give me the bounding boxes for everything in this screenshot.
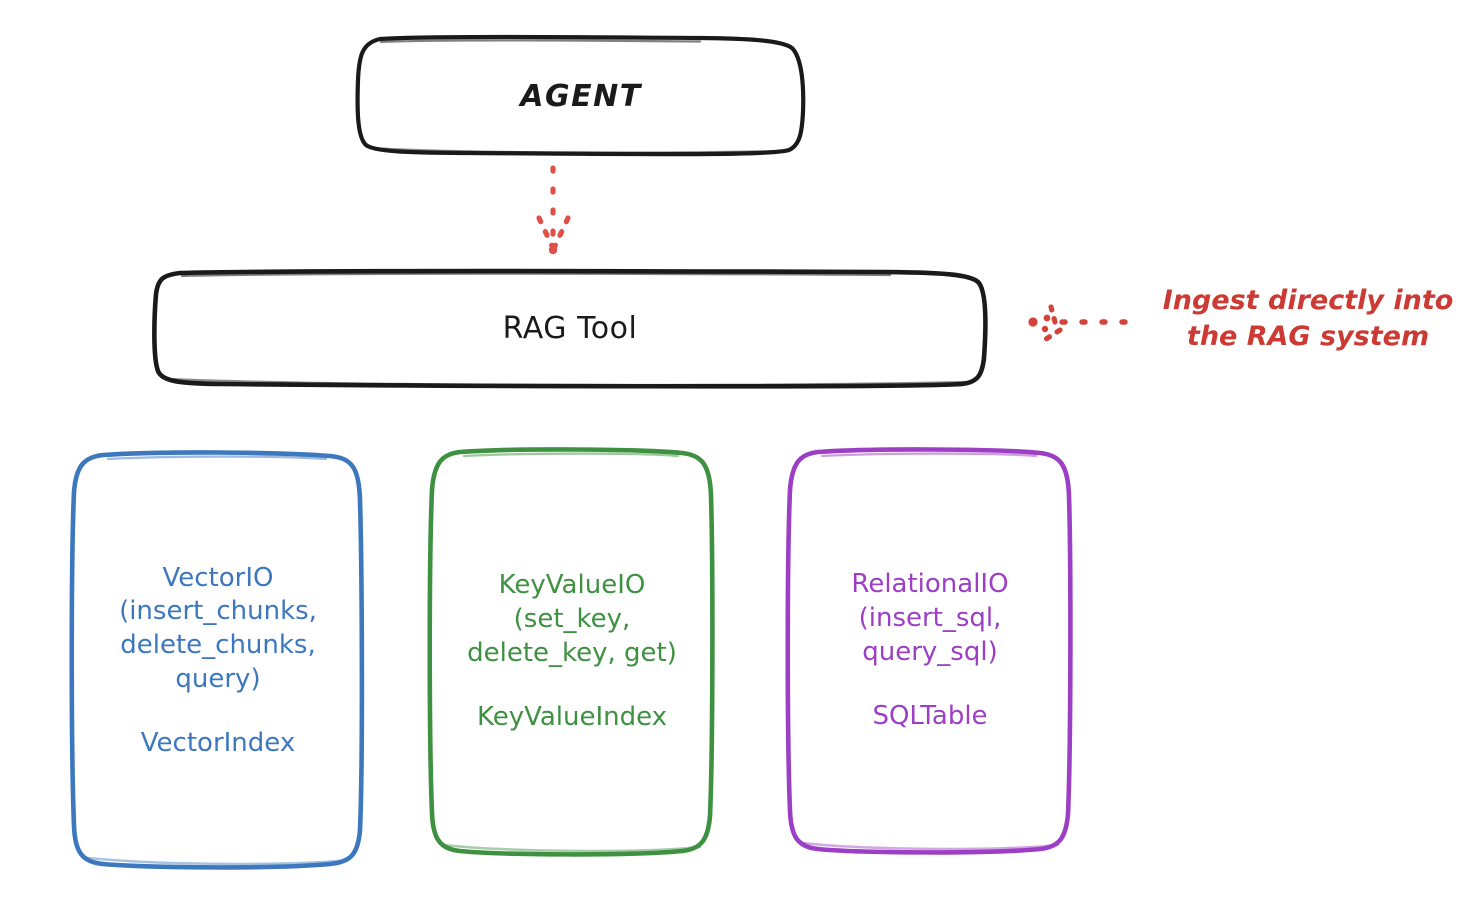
key-value-io-index-label: KeyValueIndex xyxy=(476,701,668,732)
rag-tool-box-outline[interactable] xyxy=(152,268,988,389)
relational-io-api-label: RelationalIO (insert_sql, query_sql) xyxy=(851,569,1009,667)
vector-io-index-label: VectorIndex xyxy=(140,727,296,758)
relational-io-box-outline[interactable] xyxy=(785,447,1073,855)
vector-io-box-outline[interactable] xyxy=(69,450,365,870)
agent-label: AGENT xyxy=(520,78,642,114)
agent-box-outline[interactable] xyxy=(355,34,806,157)
key-value-io-label: KeyValueIO (set_key, delete_key, get) Ke… xyxy=(431,452,713,852)
key-value-io-box-outline[interactable] xyxy=(427,447,715,857)
ingest-annotation-text: Ingest directly into the RAG system xyxy=(1162,285,1454,353)
relational-io-label: RelationalIO (insert_sql, query_sql) SQL… xyxy=(789,452,1071,850)
key-value-io-api-label: KeyValueIO (set_key, delete_key, get) xyxy=(467,570,677,668)
rag-tool-label: RAG Tool xyxy=(502,311,638,346)
vector-io-label: VectorIO (insert_chunks, delete_chunks, … xyxy=(74,455,362,867)
agent-to-rag-connector xyxy=(536,165,571,255)
vector-io-api-label: VectorIO (insert_chunks, delete_chunks, … xyxy=(119,562,317,694)
relational-io-index-label: SQLTable xyxy=(872,700,988,731)
ingest-arrow-connector xyxy=(1028,304,1128,342)
